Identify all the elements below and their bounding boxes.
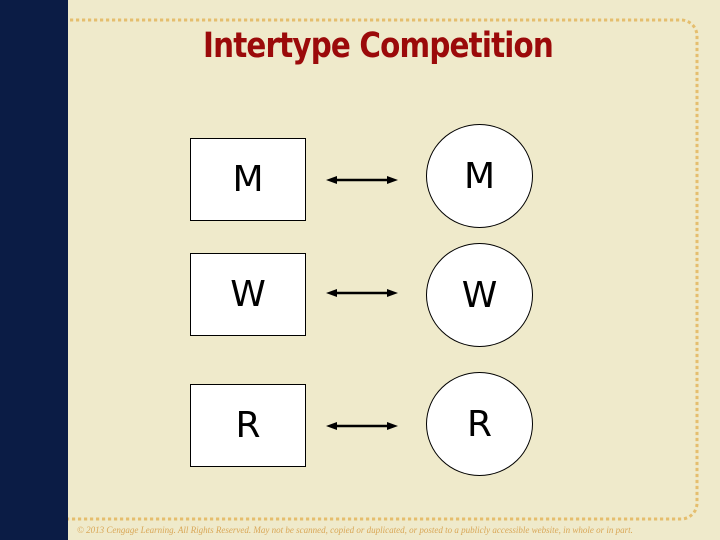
box-w: W: [190, 253, 306, 336]
box-r: R: [190, 384, 306, 467]
slide-title: Intertype Competition: [203, 26, 554, 66]
circle-w: W: [426, 243, 533, 347]
box-m-label: M: [232, 159, 264, 200]
circle-m: M: [426, 124, 533, 228]
box-w-label: W: [230, 274, 266, 315]
double-headed-arrow-icon: [326, 418, 398, 434]
double-headed-arrow-icon: [326, 172, 398, 188]
circle-w-label: W: [461, 274, 498, 316]
double-headed-arrow-icon: [326, 285, 398, 301]
box-m: M: [190, 138, 306, 221]
box-r-label: R: [235, 405, 261, 446]
circle-m-label: M: [463, 155, 496, 197]
circle-r: R: [426, 372, 533, 476]
copyright-footer: © 2013 Cengage Learning. All Rights Rese…: [77, 525, 633, 535]
circle-r-label: R: [466, 403, 492, 445]
sidebar-accent-bar: [0, 0, 68, 540]
